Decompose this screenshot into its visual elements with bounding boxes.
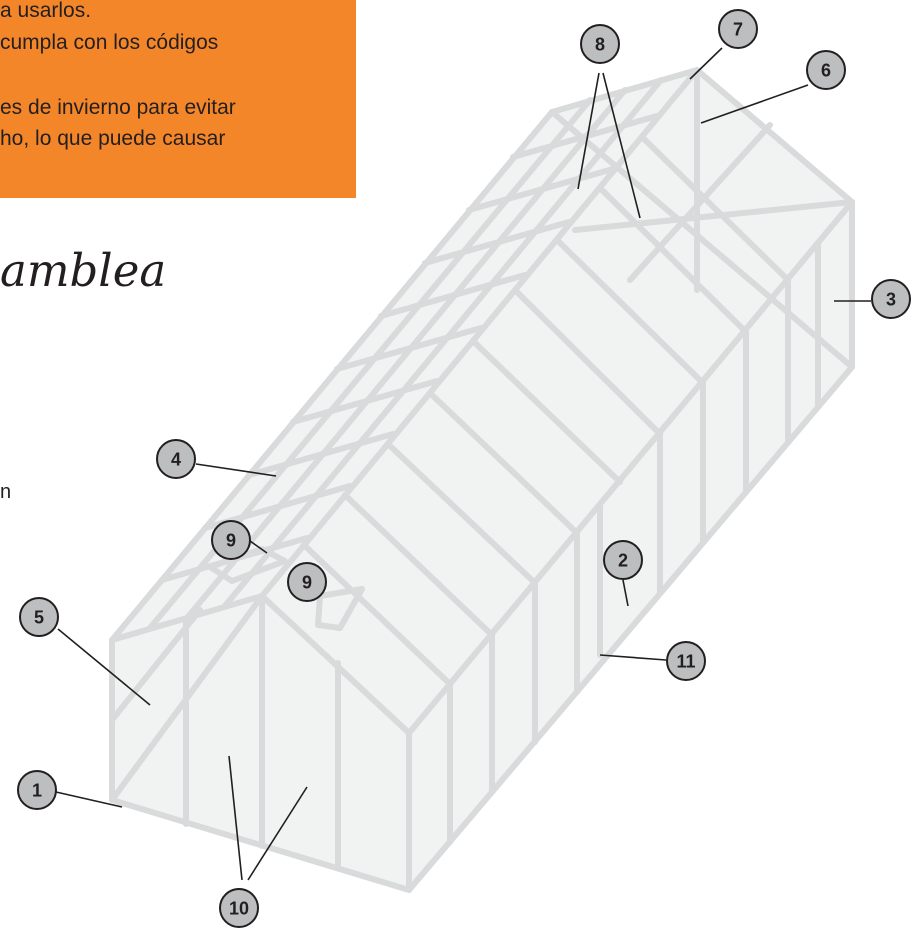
frame-rafter-6 bbox=[512, 287, 663, 437]
frame-roof-vent bbox=[207, 546, 288, 584]
leader-line-2 bbox=[622, 579, 629, 607]
frame-vent-window bbox=[315, 586, 365, 631]
frame-rafter-2 bbox=[342, 492, 495, 638]
leader-line-10b bbox=[247, 786, 308, 881]
notice-line-2: cumpla con los códigos bbox=[0, 31, 219, 54]
frame-front-diagonal bbox=[109, 593, 265, 803]
frame-rafter-9 bbox=[639, 134, 791, 283]
frame-rafter-7 bbox=[554, 237, 706, 386]
callout-5-label: 5 bbox=[34, 608, 44, 628]
frame-left-cross-7 bbox=[422, 219, 572, 266]
frame-back-brace-1 bbox=[549, 109, 855, 370]
callout-9-lower-label: 9 bbox=[302, 573, 312, 593]
frame-left-purlin-2 bbox=[184, 87, 628, 621]
callout-2-label: 2 bbox=[618, 551, 628, 571]
callout-11: 11 bbox=[666, 641, 706, 681]
callout-6: 6 bbox=[806, 50, 846, 90]
leader-lines bbox=[55, 47, 871, 881]
callout-3-label: 3 bbox=[886, 290, 896, 310]
callout-11-label: 11 bbox=[676, 652, 695, 672]
frame-back-brace-2 bbox=[572, 199, 855, 233]
text-fragment: n bbox=[0, 481, 12, 503]
callout-10-label: 10 bbox=[229, 899, 249, 919]
vent-window-panel-9 bbox=[318, 589, 362, 628]
callout-1-label: 1 bbox=[32, 781, 42, 801]
callout-9-upper: 9 bbox=[211, 520, 251, 560]
warning-notice-box: a usarlos. cumpla con los códigos es de … bbox=[0, 0, 356, 198]
frame-left-cross-8 bbox=[466, 166, 616, 213]
leader-line-11 bbox=[599, 654, 667, 661]
frame-left-cross-6 bbox=[378, 272, 528, 319]
callout-4: 4 bbox=[156, 439, 196, 479]
callout-7: 7 bbox=[718, 9, 758, 49]
frame-left-purlin-3 bbox=[221, 77, 664, 610]
callout-6-label: 6 bbox=[821, 61, 831, 81]
callout-7-label: 7 bbox=[733, 20, 743, 40]
leader-line-8a bbox=[577, 72, 600, 190]
section-title: amblea bbox=[0, 244, 167, 297]
leader-line-8b bbox=[602, 72, 641, 219]
callout-5: 5 bbox=[19, 597, 59, 637]
frame-rafter-4 bbox=[427, 390, 580, 536]
frame-left-cross-5 bbox=[334, 325, 484, 372]
frame-left-eave bbox=[109, 109, 555, 643]
callout-9-upper-label: 9 bbox=[226, 531, 236, 551]
notice-line-4: ho, lo que puede causar bbox=[0, 127, 226, 150]
frame-front-diagonal-2 bbox=[109, 607, 203, 723]
callout-3: 3 bbox=[871, 279, 911, 319]
callout-2: 2 bbox=[603, 540, 643, 580]
frame-rafter-3 bbox=[385, 441, 538, 586]
leader-line-4 bbox=[195, 463, 277, 477]
callout-4-label: 4 bbox=[171, 450, 181, 470]
frame-rafter-8 bbox=[597, 185, 749, 335]
frame-left-cross-4 bbox=[290, 378, 440, 425]
leader-line-7 bbox=[689, 47, 723, 80]
frame-back-brace-4 bbox=[627, 122, 773, 283]
leader-line-5 bbox=[57, 628, 151, 706]
notice-line-3: es de invierno para evitar bbox=[0, 96, 236, 119]
frame-left-cross-3 bbox=[246, 431, 396, 478]
leader-line-6 bbox=[700, 84, 809, 124]
callouts: 1 2 3 4 5 6 7 bbox=[17, 9, 911, 928]
frame-rafter-1 bbox=[301, 542, 453, 687]
callout-1: 1 bbox=[17, 770, 57, 810]
leader-line-10a bbox=[228, 755, 243, 881]
leader-line-9a bbox=[249, 540, 268, 554]
leader-line-1 bbox=[55, 791, 123, 808]
notice-line-1: a usarlos. bbox=[0, 0, 92, 22]
callout-10: 10 bbox=[219, 888, 259, 928]
right-roof-panel bbox=[262, 70, 852, 733]
frame-right-eave bbox=[406, 199, 855, 736]
callout-8-label: 8 bbox=[595, 35, 605, 55]
frame-rafter-5 bbox=[470, 338, 623, 485]
callout-8: 8 bbox=[580, 24, 620, 64]
greenhouse-frame bbox=[109, 67, 855, 893]
callout-9-lower: 9 bbox=[287, 562, 327, 602]
